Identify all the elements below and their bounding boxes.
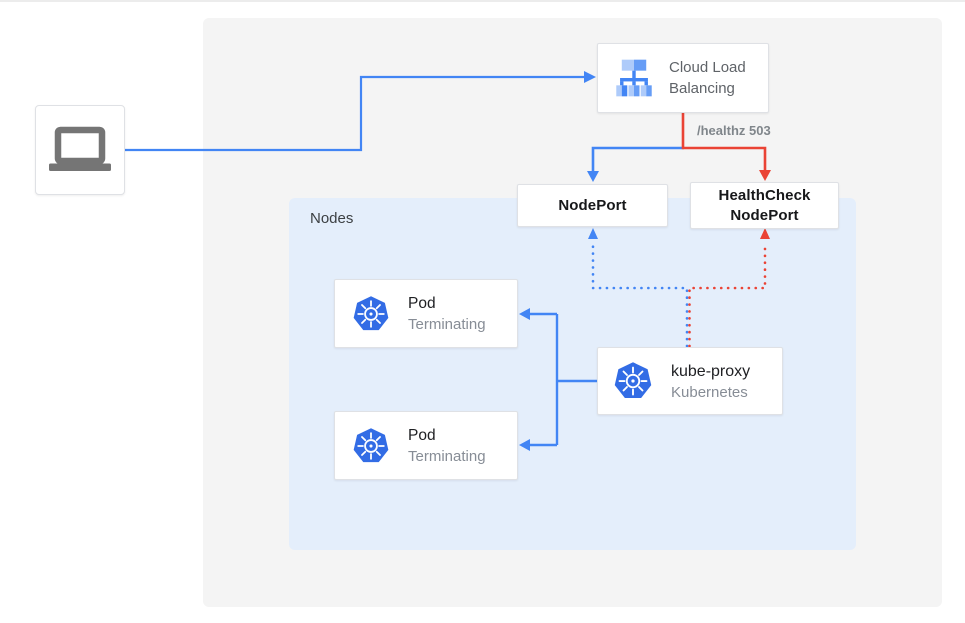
pod-status: Terminating [408, 315, 486, 333]
kube-proxy-box: kube-proxy Kubernetes [597, 347, 783, 415]
kube-proxy-title: kube-proxy [671, 362, 751, 380]
healthcheck-nodeport-box: HealthCheck NodePort [690, 182, 839, 229]
kubernetes-icon [352, 426, 390, 465]
kubernetes-icon [352, 294, 390, 333]
pod-box: Pod Terminating [334, 279, 518, 348]
laptop-icon [49, 126, 111, 171]
cloud-load-balancing-label: Cloud Load Balancing [669, 59, 746, 97]
nodeport-label: NodePort [558, 197, 627, 214]
pod-title: Pod [408, 426, 436, 444]
pod-box: Pod Terminating [334, 411, 518, 480]
healthcheck-label-line1: HealthCheck [718, 187, 811, 204]
nodeport-box: NodePort [517, 184, 668, 227]
kubernetes-icon [613, 361, 653, 401]
client-box [35, 105, 125, 195]
healthcheck-label-line2: NodePort [730, 206, 799, 224]
cloud-load-balancing-box: Cloud Load Balancing [597, 43, 769, 113]
pod-title: Pod [408, 294, 436, 312]
nodes-label: Nodes [310, 210, 354, 227]
load-balancer-icon [611, 56, 657, 100]
pod-status: Terminating [408, 447, 486, 465]
kube-proxy-subtitle: Kubernetes [671, 383, 748, 401]
healthz-label: /healthz 503 [697, 123, 771, 138]
